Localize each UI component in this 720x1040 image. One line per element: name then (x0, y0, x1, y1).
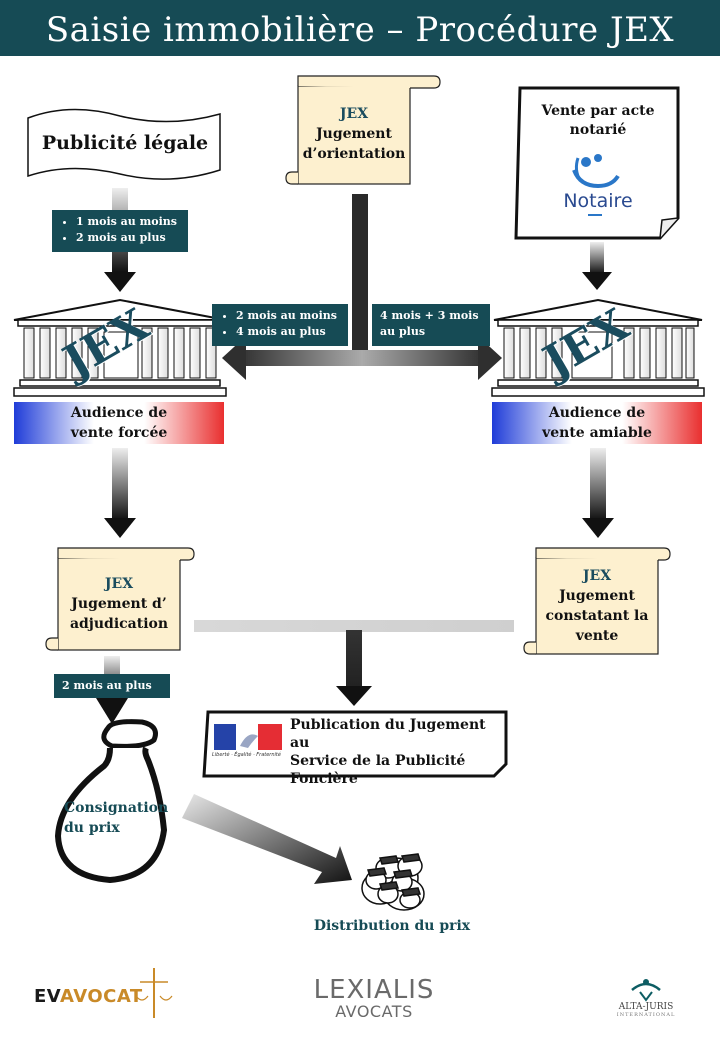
delay-item: 2 mois au plus (76, 230, 182, 246)
notaire-logo-text: Notaire (563, 190, 633, 212)
arrow-notaire-to-court (582, 242, 612, 290)
logo-part: EV (34, 986, 61, 1007)
logo-part: ALTA-JURIS (618, 1002, 674, 1012)
delay-item: 4 mois au plus (236, 324, 342, 340)
judgment-line: Jugement (316, 126, 392, 142)
publicite-legale-label: Publicité légale (41, 132, 209, 154)
audience-vente-amiable-banner: Audience de vente amiable (492, 402, 702, 444)
scroll-vente-shape (523, 547, 671, 655)
banner-line: Audience de (548, 405, 646, 421)
notaire-logo-icon (572, 154, 620, 189)
judgment-line: constatant la (545, 608, 649, 624)
distribution-label: Distribution du prix (313, 918, 471, 934)
scroll-adjudication-shape (45, 547, 195, 651)
logo-part: AVOCAT (60, 986, 143, 1007)
scroll-jugement-adjudication: JEX Jugement d’ adjudication (58, 574, 180, 634)
logo-part: INTERNATIONAL (616, 1012, 676, 1018)
judgment-line: d’orientation (302, 146, 406, 162)
vente-notaire-label: Vente par acte notarié (522, 102, 674, 140)
judgment-line: Jugement (559, 588, 635, 604)
delay-item: 4 mois + 3 mois au plus (380, 309, 479, 338)
banner-line: vente forcée (70, 425, 168, 441)
delay-item: 1 mois au moins (76, 214, 182, 230)
alta-juris-logo: ALTA-JURIS INTERNATIONAL (608, 1002, 684, 1018)
delay-box-forcee: 2 mois au moins 4 mois au plus (212, 304, 348, 346)
banner-line: Audience de (70, 405, 168, 421)
publication-label: Publication du Jugement au Service de la… (290, 716, 504, 788)
delay-box-publicite: 1 mois au moins 2 mois au plus (52, 210, 188, 252)
people-group-icon (361, 853, 425, 911)
delay-item: 2 mois au plus (62, 679, 152, 692)
scroll-jex-orientation-shape (285, 75, 441, 185)
scroll-jex-orientation: JEX Jugement d’orientation (298, 104, 410, 164)
notaire-document-shape (514, 86, 680, 240)
jex-title: JEX (339, 106, 369, 122)
judgment-line: vente (575, 628, 619, 644)
logo-part: AVOCATS (335, 1002, 413, 1021)
lexialis-logo: LEXIALIS AVOCATS (304, 976, 444, 1020)
publicite-legale-banner-shape (27, 108, 221, 180)
scroll-jugement-vente: JEX Jugement constatant la vente (536, 566, 658, 646)
marianne-caption: Liberté · Égalité · Fraternité (212, 752, 281, 758)
logo-part: LEXIALIS (313, 975, 435, 1005)
vente-notaire-line: Vente par acte (541, 103, 655, 119)
marianne-logo-icon (214, 724, 282, 750)
delay-item: 2 mois au moins (236, 308, 342, 324)
judgment-line: Jugement d’ (71, 596, 167, 612)
jex-title: JEX (582, 568, 612, 584)
vente-notaire-line: notarié (569, 122, 627, 138)
arrow-consignation-to-distribution (182, 794, 352, 884)
publication-line: Service de la Publicité (290, 753, 466, 769)
arrow-left-court-to-adjudication (104, 448, 136, 538)
money-bag-icon (54, 719, 168, 884)
horizontal-double-arrow (222, 336, 502, 380)
arrow-right-court-to-vente (582, 448, 614, 538)
jex-title: JEX (104, 576, 134, 592)
alta-juris-logo-icon (631, 979, 661, 1002)
courthouse-left-icon (13, 298, 227, 397)
consignation-line: Consignation (64, 800, 169, 816)
consignation-line: du prix (64, 820, 120, 836)
ev-avocat-scale-icon (135, 968, 173, 1018)
ev-avocat-logo: EVAVOCAT (34, 986, 143, 1007)
page-title: Saisie immobilière – Procédure JEX (0, 0, 720, 56)
publication-connector-bar (194, 620, 514, 632)
judgment-line: adjudication (69, 616, 169, 632)
arrow-to-publication (336, 630, 372, 706)
banner-line: vente amiable (542, 425, 652, 441)
audience-vente-forcee-banner: Audience de vente forcée (14, 402, 224, 444)
publication-line: Foncière (290, 771, 358, 787)
delay-box-amiable: 4 mois + 3 mois au plus (372, 304, 490, 346)
center-connector-bar (352, 194, 368, 366)
delay-box-adjudication: 2 mois au plus (54, 674, 170, 698)
publication-line: Publication du Jugement au (290, 717, 486, 751)
courthouse-right-icon (491, 298, 705, 397)
consignation-label: Consignation du prix (64, 798, 174, 838)
